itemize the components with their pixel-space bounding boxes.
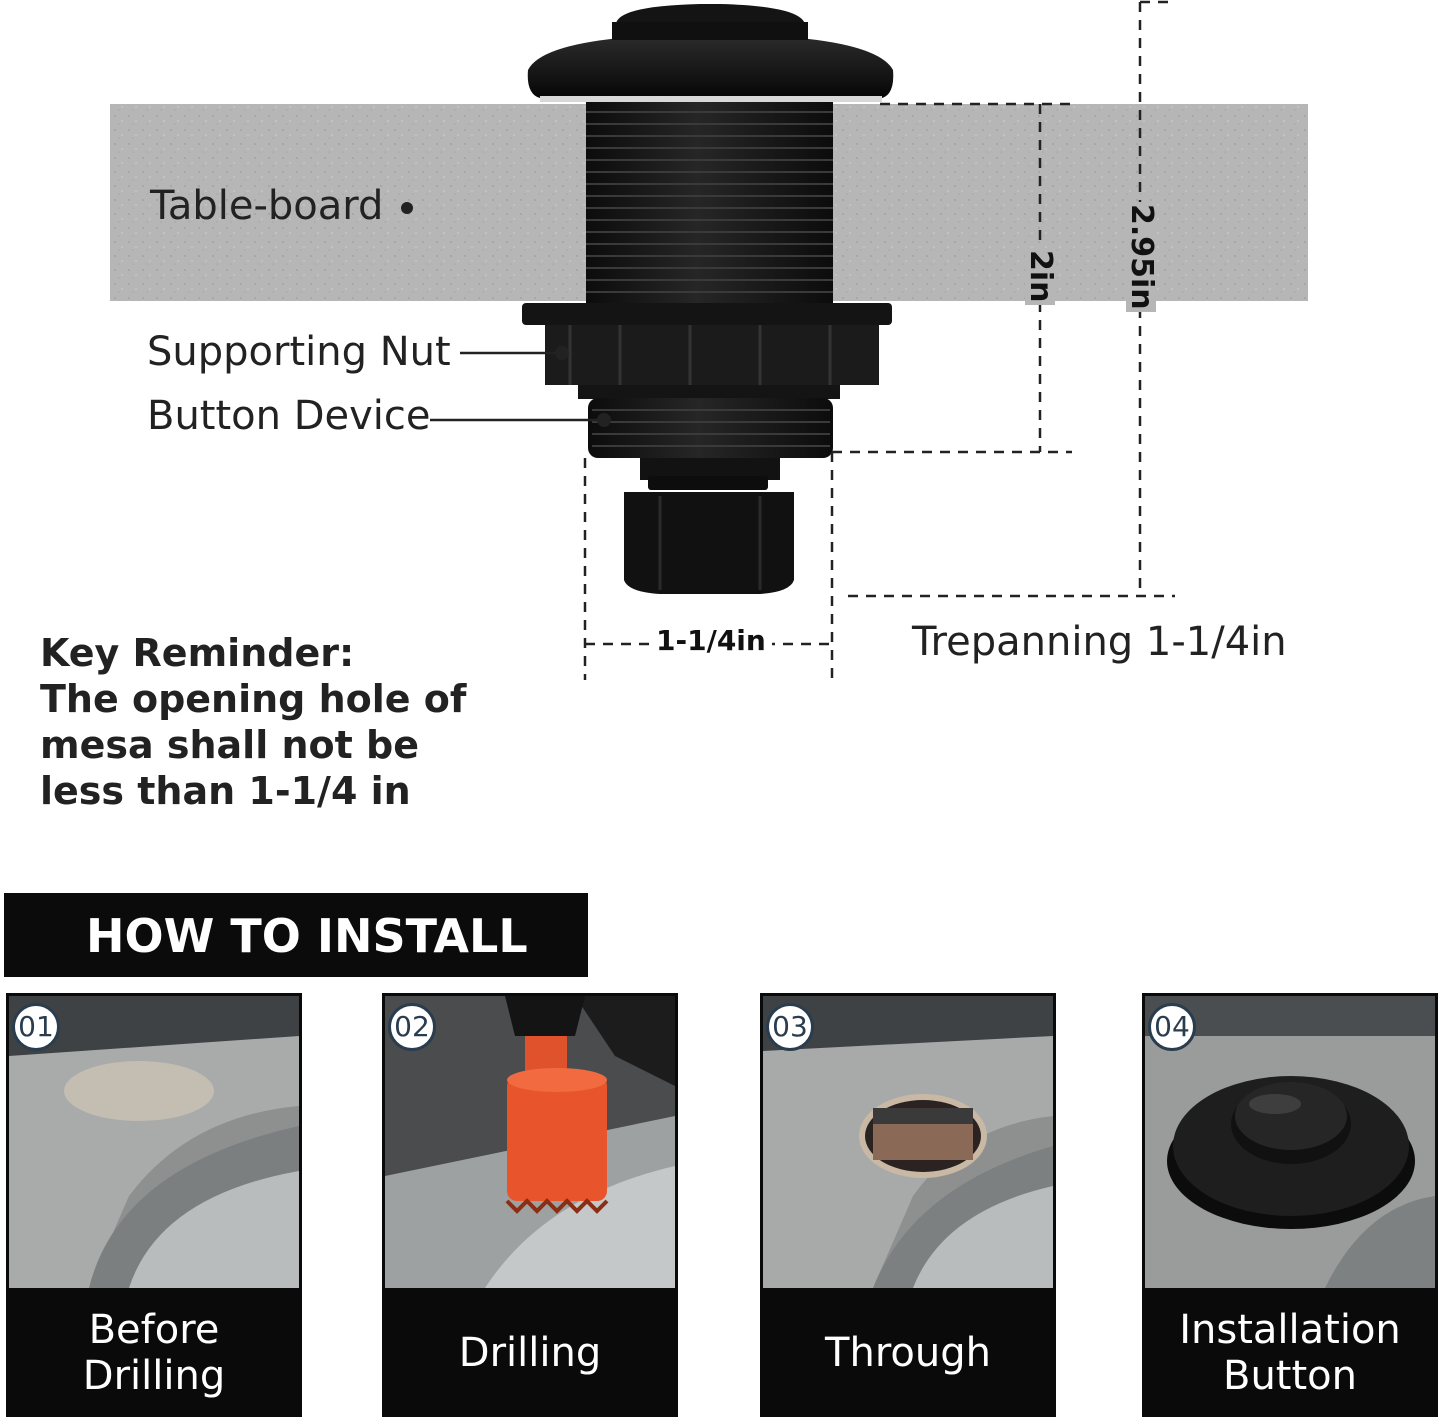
step-number-badge: 01 [12,1003,60,1051]
sink-before-drilling-icon [9,996,299,1288]
air-connector [624,476,794,594]
step-number-badge: 03 [766,1003,814,1051]
step-number-badge: 02 [388,1003,436,1051]
key-reminder-line: less than 1-1/4 in [40,769,411,813]
height-2in-label: 2in [1023,248,1058,305]
table-board-pointer [401,202,413,214]
button-device-pointer [597,413,611,427]
supporting-nut-label: Supporting Nut [147,329,451,375]
key-reminder-title: Key Reminder: [40,631,355,675]
install-step-3: 03 Through [760,993,1056,1417]
dimension-lines [583,0,1175,680]
button-cap [527,4,894,102]
supporting-nut [522,303,892,399]
key-reminder-line: mesa shall not be [40,723,419,767]
button-device-label: Button Device [147,393,431,439]
key-reminder: Key Reminder: The opening hole of mesa s… [40,630,480,814]
how-to-install-banner: HOW TO INSTALL [4,893,588,977]
install-step-2: 02 Drilling [382,993,678,1417]
step-number-badge: 04 [1148,1003,1196,1051]
key-reminder-line: The opening hole of [40,677,467,721]
how-to-install-title: HOW TO INSTALL [86,909,528,963]
drilled-hole-icon [763,996,1053,1288]
hole-saw-drill-icon [385,996,675,1288]
installed-button-icon [1145,996,1435,1288]
step-caption: Drilling [458,1330,602,1376]
table-board-label: Table-board [150,183,384,229]
width-label: 1-1/4in [650,627,772,655]
height-2-95in-label: 2.95in [1124,202,1159,312]
lower-thread [588,398,833,480]
trepanning-label: Trepanning 1-1/4in [912,619,1287,665]
installation-diagram [110,0,1308,680]
supporting-nut-pointer [555,346,569,360]
step-caption: Through [825,1330,991,1376]
threaded-body [586,100,833,305]
